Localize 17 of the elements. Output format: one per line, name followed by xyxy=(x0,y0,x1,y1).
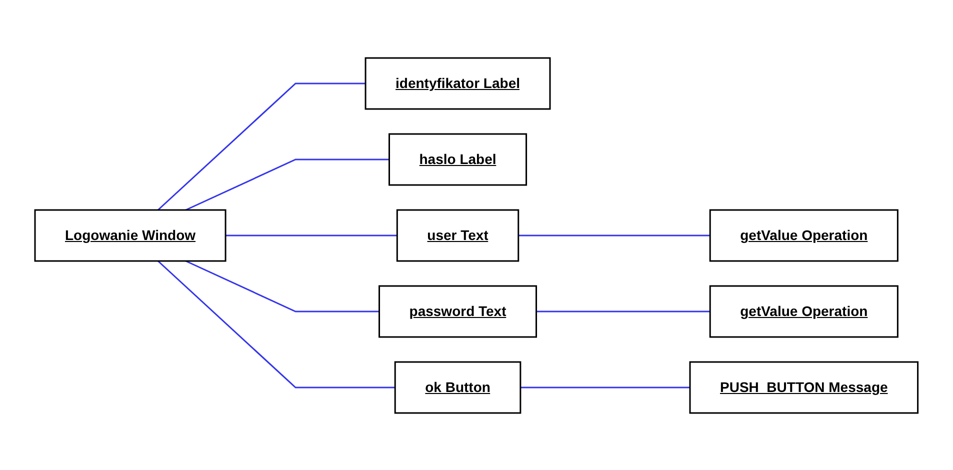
node-box: ok Button xyxy=(394,360,522,414)
connector xyxy=(186,158,390,210)
node-box: user Text xyxy=(396,208,520,262)
connector xyxy=(186,260,380,312)
connector xyxy=(536,310,710,312)
node-box: password Text xyxy=(378,284,538,338)
node-box: getValue Operation xyxy=(709,284,899,338)
node-box: identyfikator Label xyxy=(364,56,551,110)
node-box: getValue Operation xyxy=(709,208,899,262)
connector xyxy=(158,260,396,388)
node-box: Logowanie Window xyxy=(34,208,226,262)
connector xyxy=(226,234,398,236)
node-box: haslo Label xyxy=(388,132,528,186)
connector xyxy=(518,234,710,236)
connector xyxy=(158,82,366,210)
connector xyxy=(520,386,690,388)
node-box: PUSH_BUTTON Message xyxy=(689,360,919,414)
